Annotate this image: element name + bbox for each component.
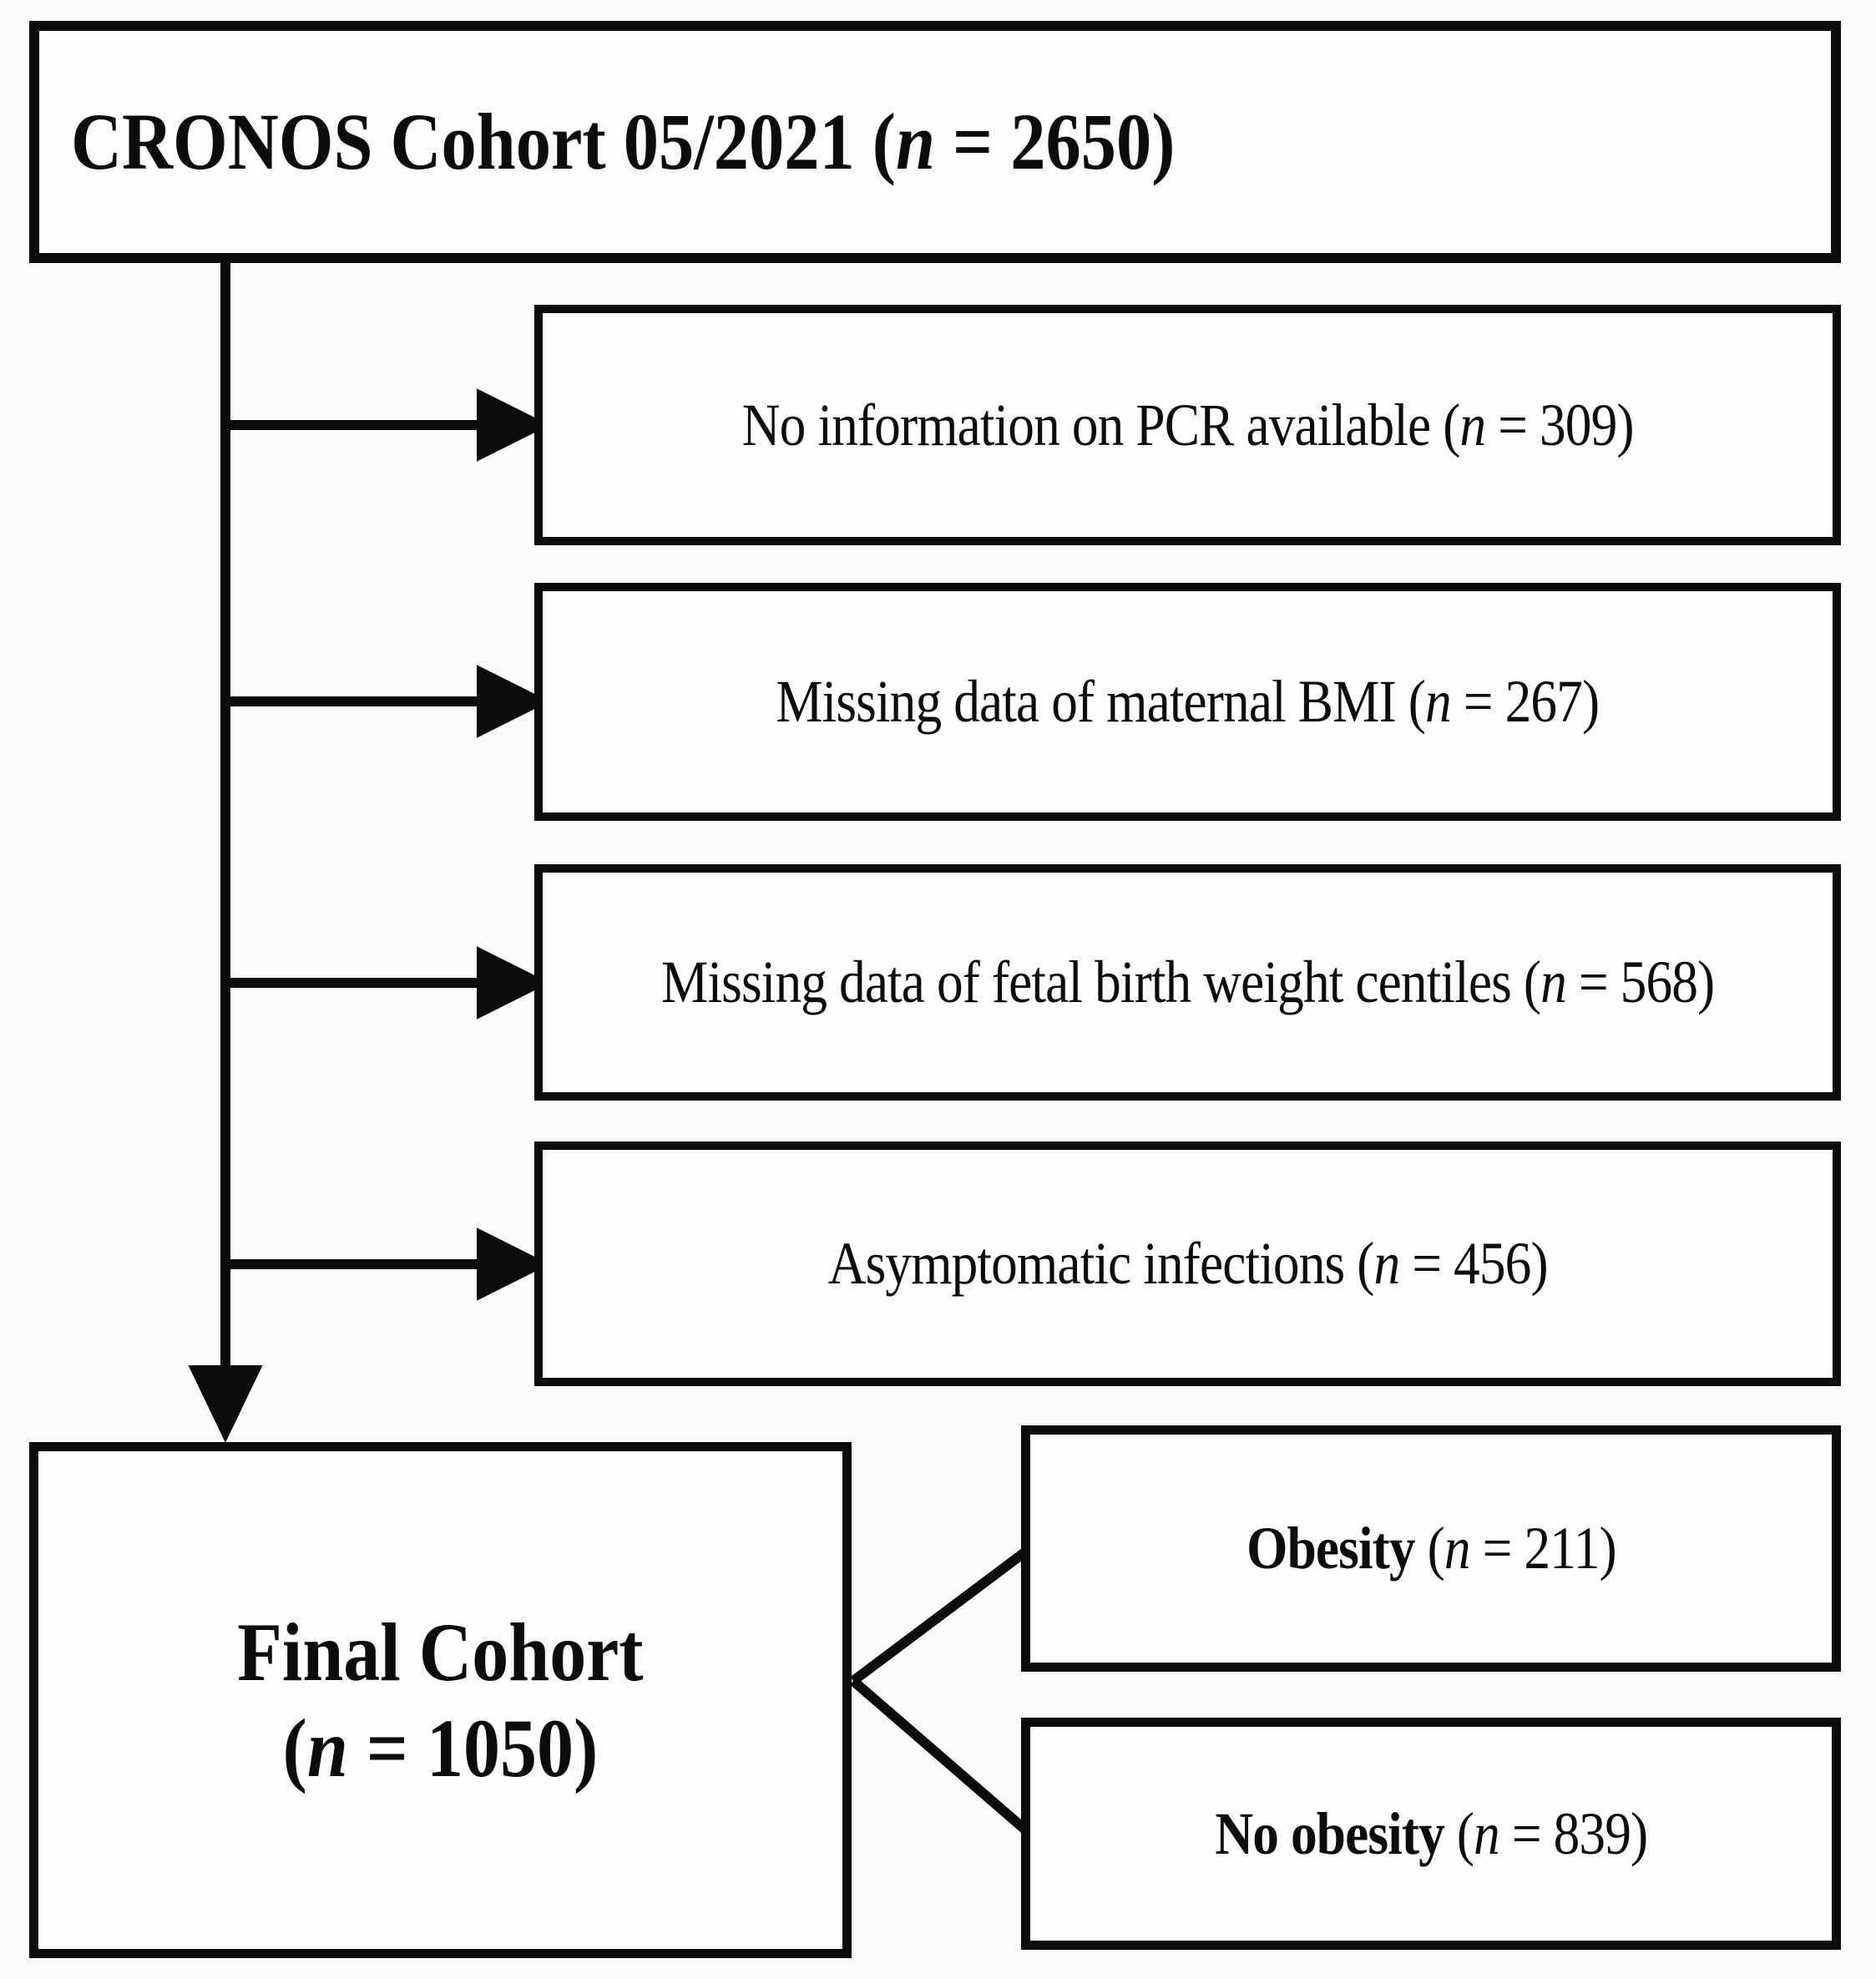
final-cohort-title: Final Cohort: [237, 1606, 644, 1698]
label-suffix: = 309): [1484, 391, 1634, 458]
label-suffix: = 1050): [347, 1702, 599, 1794]
label-prefix: (: [282, 1702, 307, 1794]
n-symbol: n: [1459, 391, 1486, 458]
n-symbol: n: [306, 1702, 348, 1794]
label-prefix: No information on PCR available (: [741, 391, 1460, 458]
n-symbol: n: [1425, 668, 1452, 736]
arrowhead-exclusion-1: [477, 388, 550, 462]
n-symbol: n: [1540, 949, 1567, 1016]
exclusion-label-no-pcr: No information on PCR available (n = 309…: [741, 391, 1635, 460]
exclusion-label-missing-bmi: Missing data of maternal BMI (n = 267): [776, 667, 1600, 736]
arrowhead-exclusion-4: [477, 1227, 550, 1301]
branch-line-obesity: [850, 1546, 1030, 1685]
cronos-cohort-box: CRONOS Cohort 05/2021 (n = 2650): [29, 21, 1841, 263]
exclusion-box-missing-bmi: Missing data of maternal BMI (n = 267): [534, 583, 1841, 821]
arrowhead-exclusion-3: [477, 946, 550, 1020]
label-bold: No obesity: [1215, 1799, 1444, 1867]
exclusion-label-missing-centiles: Missing data of fetal birth weight centi…: [660, 948, 1715, 1017]
label-suffix: = 568): [1565, 949, 1715, 1016]
down-arrowhead: [188, 1365, 263, 1443]
obesity-label: Obesity (n = 211): [1246, 1514, 1616, 1583]
label-suffix: = 211): [1469, 1515, 1616, 1582]
label-bold: Obesity: [1246, 1515, 1415, 1582]
label-prefix: Missing data of maternal BMI (: [776, 668, 1427, 736]
final-cohort-label: Final Cohort (n = 1050): [237, 1604, 643, 1796]
final-cohort-box: Final Cohort (n = 1050): [29, 1442, 852, 1958]
outcome-box-no-obesity: No obesity (n = 839): [1021, 1718, 1841, 1950]
no-obesity-label: No obesity (n = 839): [1215, 1799, 1648, 1869]
label-suffix: = 267): [1451, 668, 1600, 736]
arrowhead-exclusion-2: [477, 665, 550, 738]
exclusion-box-missing-centiles: Missing data of fetal birth weight centi…: [534, 864, 1841, 1101]
final-cohort-count: (n = 1050): [237, 1700, 643, 1796]
label-suffix: = 839): [1499, 1799, 1648, 1867]
n-symbol: n: [1373, 1230, 1400, 1298]
n-symbol: n: [895, 96, 935, 186]
exclusion-box-asymptomatic: Asymptomatic infections (n = 456): [534, 1141, 1841, 1386]
label-prefix: Missing data of fetal birth weight centi…: [660, 949, 1541, 1016]
outcome-box-obesity: Obesity (n = 211): [1021, 1425, 1841, 1672]
branch-line-no-obesity: [850, 1677, 1030, 1835]
exclusion-box-no-pcr: No information on PCR available (n = 309…: [534, 305, 1841, 545]
label-prefix: Asymptomatic infections (: [827, 1230, 1375, 1298]
label-prefix: (: [1444, 1799, 1474, 1867]
n-symbol: n: [1473, 1799, 1500, 1867]
n-symbol: n: [1444, 1515, 1470, 1582]
label-prefix: CRONOS Cohort 05/2021 (: [71, 96, 896, 186]
label-suffix: = 2650): [934, 96, 1176, 186]
exclusion-label-asymptomatic: Asymptomatic infections (n = 456): [827, 1229, 1549, 1298]
label-suffix: = 456): [1399, 1230, 1548, 1298]
cronos-cohort-label: CRONOS Cohort 05/2021 (n = 2650): [71, 96, 1175, 188]
label-prefix: (: [1414, 1515, 1444, 1582]
